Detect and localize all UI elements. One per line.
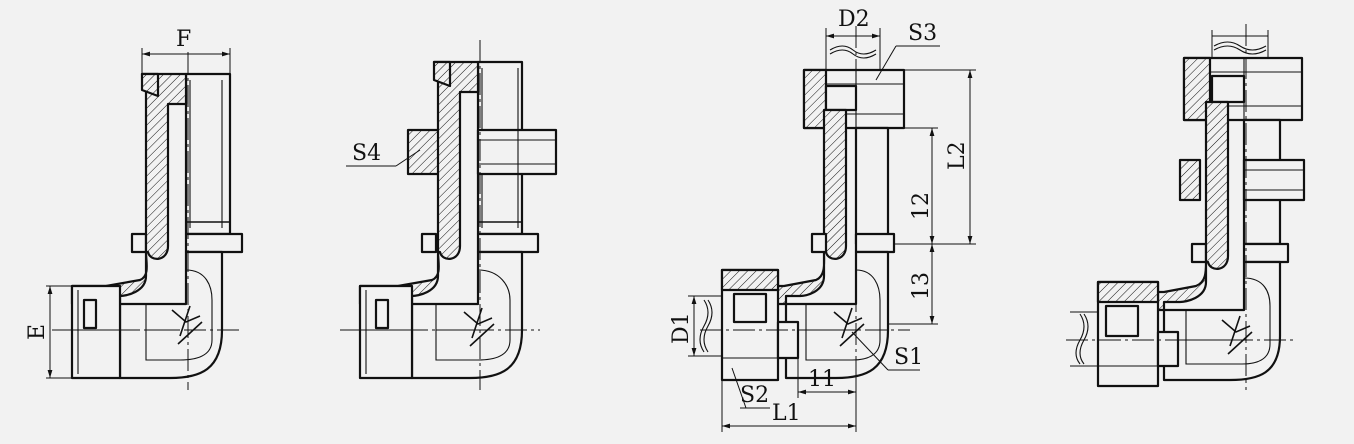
fitting-figure-2: S4 [340,40,558,390]
label-S1: S1 [894,345,923,370]
fitting-figure-1: F E [25,27,244,390]
label-L2: L2 [945,141,970,170]
label-E: E [25,324,50,340]
label-D1: D1 [669,312,694,344]
label-S3: S3 [908,21,937,46]
label-l2: 12 [909,192,934,220]
label-l1: 11 [808,367,836,392]
label-L1: L1 [772,401,801,426]
label-S4: S4 [352,141,381,166]
fitting-figure-4 [1066,24,1306,390]
label-F: F [176,27,191,52]
fitting-figure-3: D2 S3 L2 12 13 D1 S1 S2 [669,7,976,432]
label-S2: S2 [740,383,769,408]
label-D2: D2 [838,7,870,32]
label-l3: 13 [909,272,934,300]
